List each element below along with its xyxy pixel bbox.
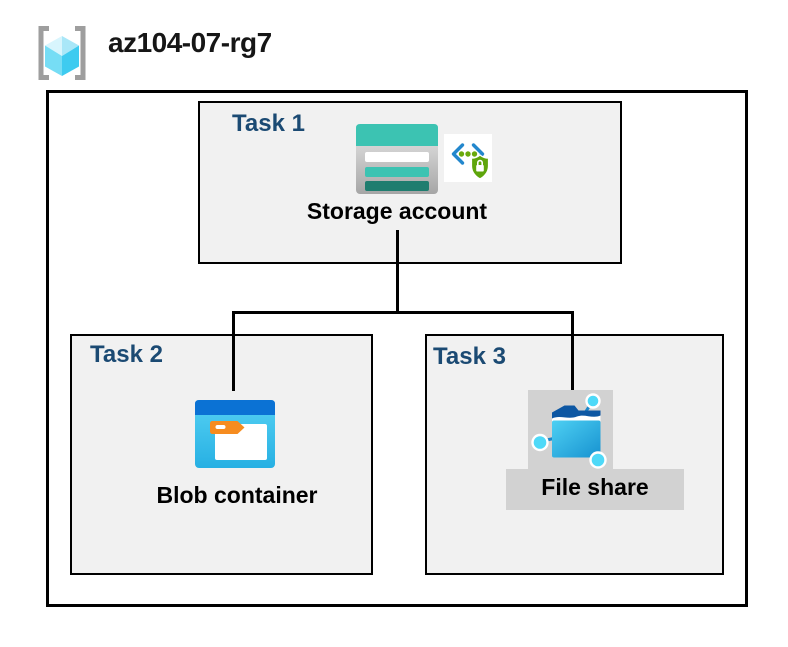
- storage-account-icon: [356, 124, 438, 194]
- blob-container-icon: [195, 400, 275, 468]
- task-1-box: Task 1 Storage account: [198, 101, 622, 264]
- storage-account-label: Storage account: [306, 198, 488, 224]
- task-1-title: Task 1: [232, 110, 305, 137]
- resource-group-icon: [38, 26, 86, 80]
- task-2-title: Task 2: [90, 341, 163, 368]
- file-share-icon: [531, 393, 607, 469]
- connector-storage-down: [396, 230, 399, 311]
- connector-to-blob-container: [232, 311, 235, 391]
- file-share-icon-background: [528, 390, 613, 469]
- file-share-label: File share: [541, 474, 649, 500]
- file-share-label-background: File share: [506, 469, 684, 510]
- task-3-title: Task 3: [433, 343, 506, 370]
- connector-horizontal: [232, 311, 574, 314]
- task-3-box: Task 3 File share: [425, 334, 724, 575]
- resource-group-name: az104-07-rg7: [108, 27, 272, 58]
- api-security-icon: [444, 134, 492, 182]
- connector-to-file-share: [571, 311, 574, 390]
- task-2-box: Task 2 Blob container: [70, 334, 373, 575]
- blob-container-label: Blob container: [156, 482, 318, 508]
